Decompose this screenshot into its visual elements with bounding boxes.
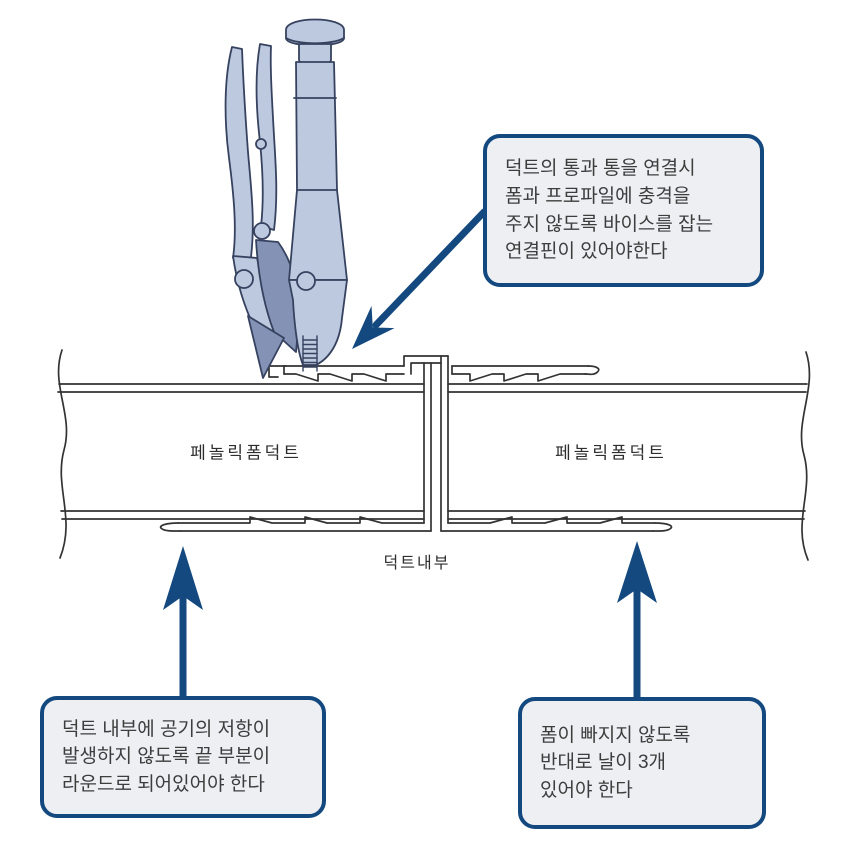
vise-rivet bbox=[296, 271, 316, 291]
callout-line: 폼이 빠지지 않도록 bbox=[540, 724, 691, 746]
callout-arrow-right-icon bbox=[617, 541, 657, 701]
callout-top: 덕트의 통과 통을 연결시 폼과 프로파일에 충격을 주지 않도록 바이스를 잡… bbox=[483, 134, 764, 287]
callout-line: 주지 않도록 바이스를 잡는 bbox=[505, 213, 714, 235]
callout-bottom-right: 폼이 빠지지 않도록 반대로 날이 3개 있어야 한다 bbox=[518, 697, 766, 829]
vise-lower-jaw bbox=[247, 315, 285, 379]
duct-interior-label: 덕트내부 bbox=[383, 555, 451, 572]
vise-rivet bbox=[253, 222, 271, 240]
vise-upper-jaw bbox=[288, 279, 348, 366]
bottom-left-profile bbox=[159, 516, 432, 532]
vise-knob bbox=[285, 18, 345, 47]
callout-arrow-top-icon bbox=[352, 208, 488, 349]
callout-arrow-left-icon bbox=[163, 546, 203, 701]
callout-line: 발생하지 않도록 끝 부분이 bbox=[62, 746, 271, 768]
callout-line: 연결핀이 있어야한다 bbox=[505, 241, 668, 263]
right-break-line bbox=[800, 351, 811, 561]
duct-right-label: 페놀릭폼덕트 bbox=[555, 443, 667, 463]
callout-bottom-left: 덕트 내부에 공기의 저항이 발생하지 않도록 끝 부분이 라운드로 되어있어야… bbox=[40, 696, 326, 818]
duct-left-label: 페놀릭폼덕트 bbox=[190, 443, 302, 463]
annotation-arrows bbox=[163, 208, 657, 701]
vise-rivet bbox=[234, 269, 254, 289]
vise-rivet bbox=[255, 138, 267, 150]
vise-grip-illustration bbox=[224, 18, 348, 379]
top-left-profile bbox=[268, 365, 405, 382]
left-break-line bbox=[57, 349, 68, 559]
vise-release-lever bbox=[255, 43, 278, 231]
vise-left-handle bbox=[224, 46, 254, 265]
bottom-right-profile bbox=[440, 516, 673, 532]
callout-line: 덕트 내부에 공기의 저항이 bbox=[62, 718, 271, 740]
callout-line: 폼과 프로파일에 충격을 bbox=[505, 185, 691, 207]
callout-line: 덕트의 통과 통을 연결시 bbox=[505, 158, 696, 180]
vise-right-handle bbox=[288, 61, 348, 281]
duct-left-outline bbox=[57, 383, 425, 520]
vise-linkage bbox=[255, 239, 301, 353]
callout-line: 있어야 한다 bbox=[540, 779, 633, 801]
vise-jaw-serration bbox=[302, 335, 318, 372]
callout-line: 라운드로 되어있어야 한다 bbox=[62, 773, 265, 795]
duct-line-art bbox=[57, 349, 811, 561]
joint-profile bbox=[403, 355, 449, 532]
callout-line: 반대로 날이 3개 bbox=[540, 752, 667, 774]
top-right-profile bbox=[451, 365, 600, 382]
